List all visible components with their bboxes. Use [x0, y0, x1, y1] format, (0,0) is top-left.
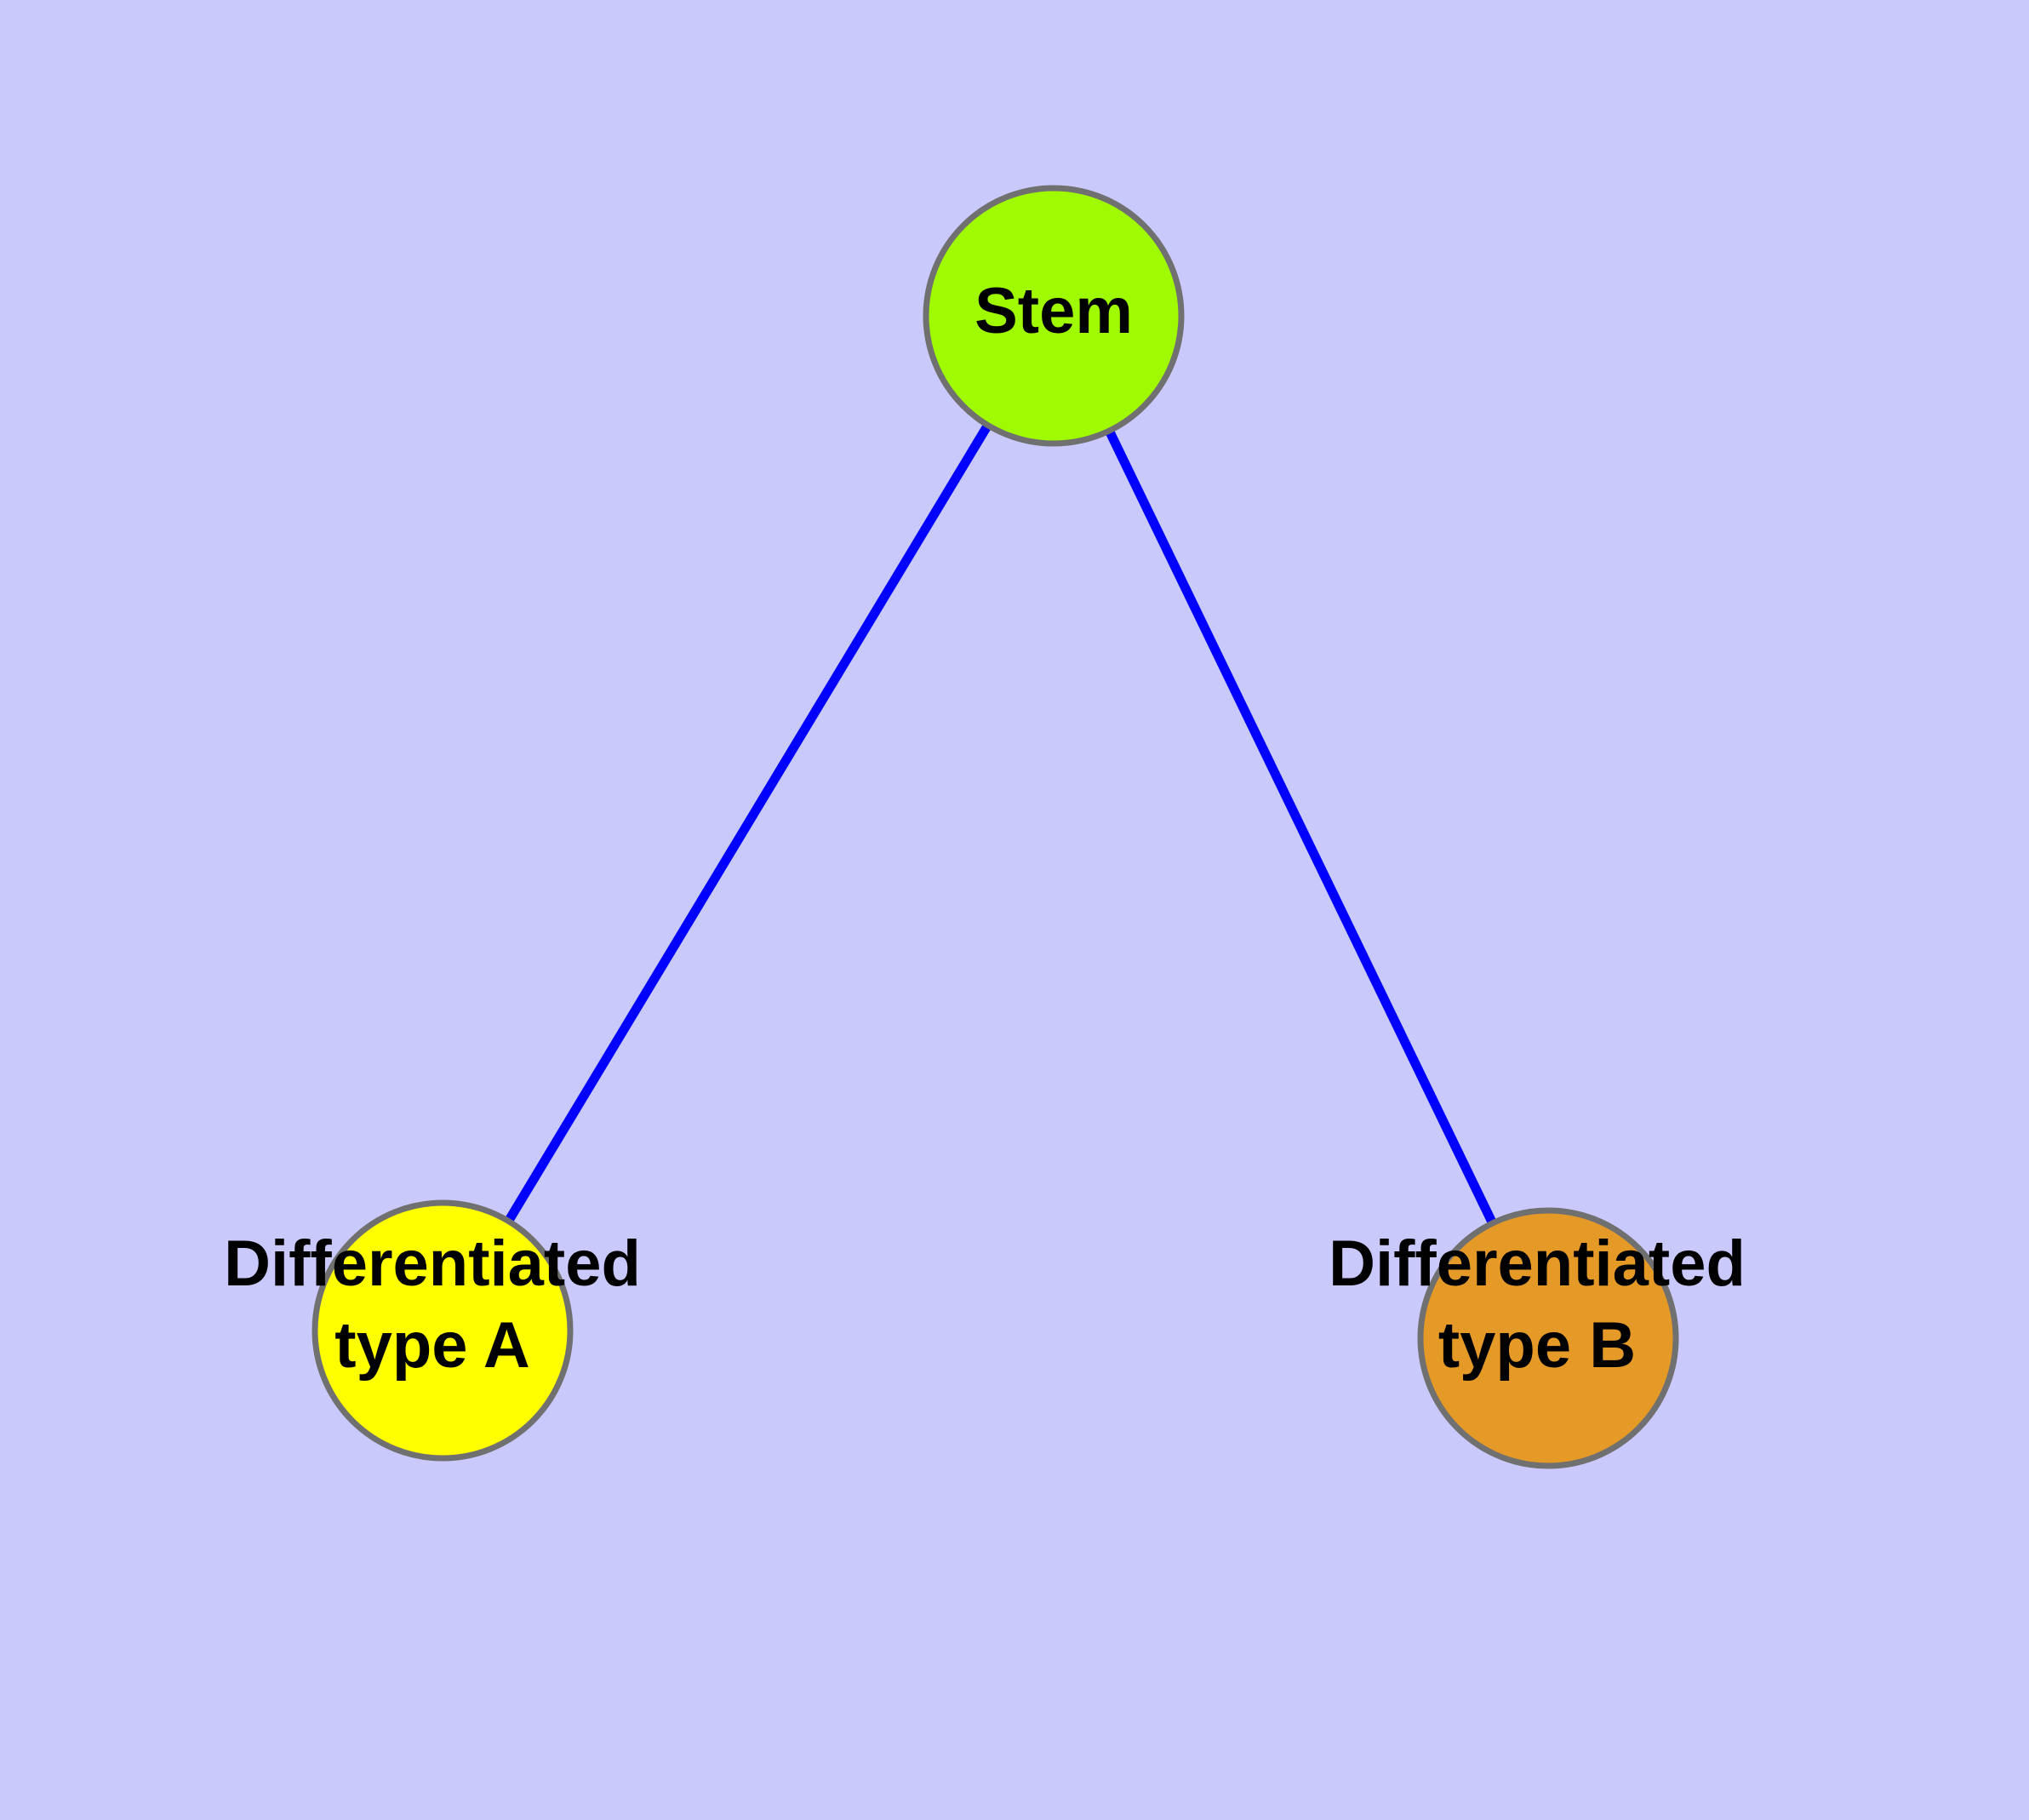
graph-node-diff_b[interactable]: [1417, 1207, 1679, 1469]
graph-node-diff_a[interactable]: [311, 1199, 574, 1462]
graph-node-label-stem: Stem: [974, 275, 1133, 347]
graph-edge: [1104, 426, 1498, 1228]
graph-node-label-line: type B: [1438, 1309, 1636, 1382]
graph-edge: [503, 421, 993, 1226]
graph-node-label-line: type A: [334, 1309, 529, 1382]
graph-node-label-line: Differentiated: [1329, 1228, 1746, 1300]
graph-node-label-diff_b: Differentiated type B: [1329, 1228, 1746, 1382]
graph-node-label-line: Stem: [974, 275, 1133, 347]
graph-node-stem[interactable]: [923, 185, 1185, 447]
graph-node-label-diff_a: Differentiated type A: [224, 1228, 641, 1382]
edges-layer: [503, 421, 1498, 1228]
graph-node-label-line: Differentiated: [224, 1228, 641, 1300]
nodes-layer: [311, 185, 1679, 1469]
